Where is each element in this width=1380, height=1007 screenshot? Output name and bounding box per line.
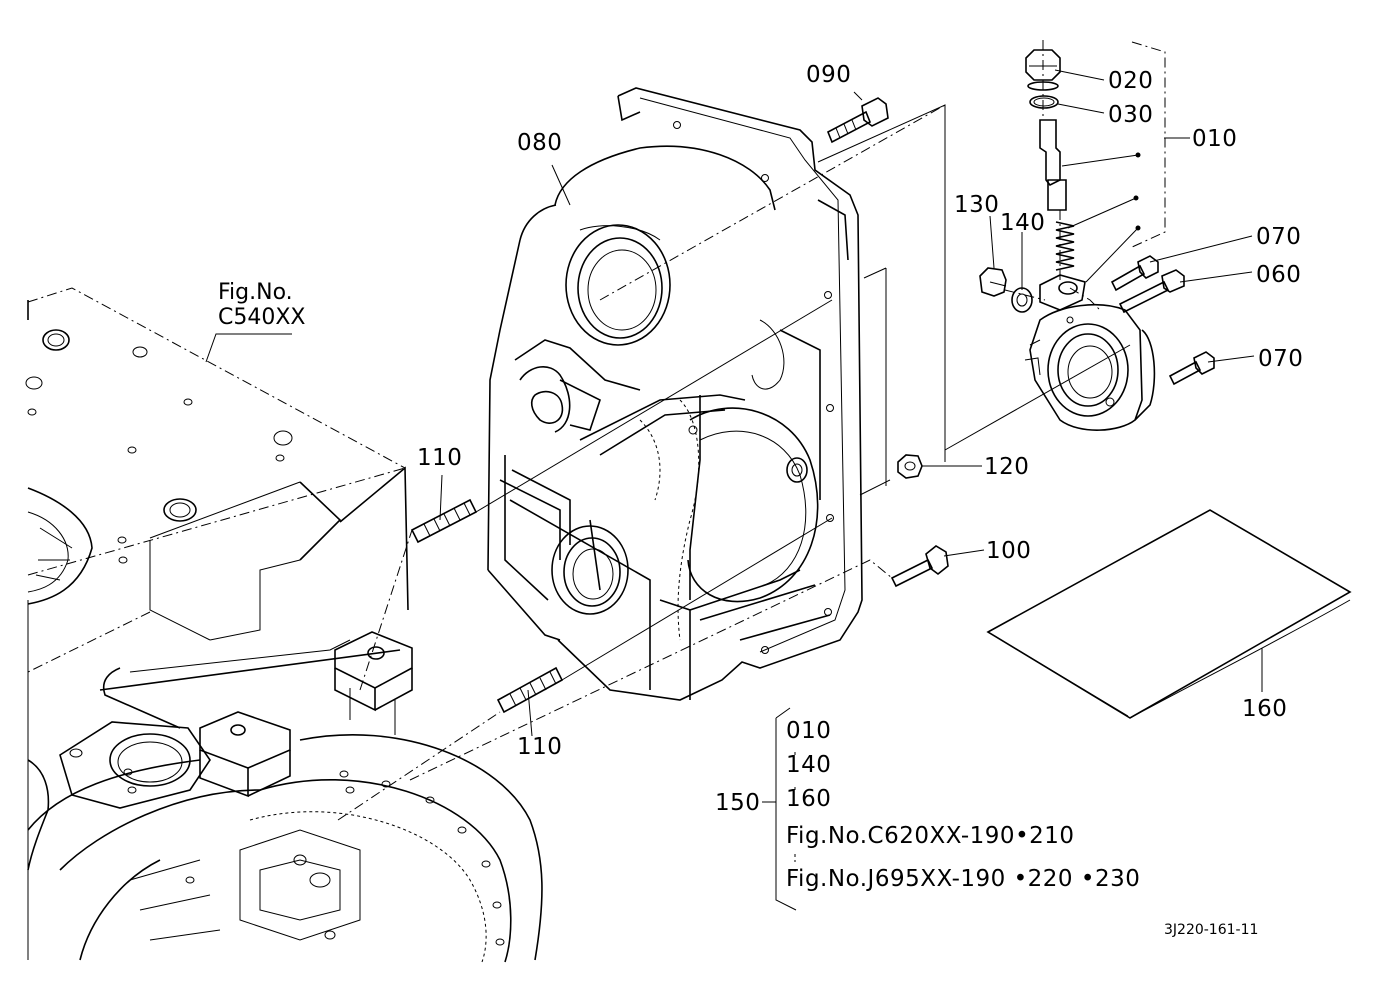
leader-lines bbox=[205, 41, 1263, 737]
fig-ref-line1: Fig.No. bbox=[218, 280, 293, 305]
kit-fig-2: Fig.No.J695XX-190 •220 •230 bbox=[786, 866, 1140, 892]
fasteners bbox=[410, 97, 1215, 714]
label-090: 090 bbox=[806, 62, 851, 88]
kit-bracket bbox=[775, 707, 797, 911]
label-160: 160 bbox=[1242, 696, 1287, 722]
label-120: 120 bbox=[984, 454, 1029, 480]
stud-110-lower bbox=[496, 666, 564, 714]
label-080: 080 bbox=[517, 130, 562, 156]
fig-ref-line2: C540XX bbox=[218, 305, 306, 330]
kit-item-1: 010 bbox=[786, 718, 831, 744]
bolt-070-lower bbox=[1168, 360, 1202, 386]
label-130: 130 bbox=[954, 192, 999, 218]
bolt-100 bbox=[890, 558, 934, 588]
label-020: 020 bbox=[1108, 68, 1153, 94]
sheet-160 bbox=[986, 509, 1352, 719]
assembly-lines bbox=[337, 40, 1131, 821]
label-100: 100 bbox=[986, 538, 1031, 564]
transmission-case bbox=[25, 287, 543, 963]
bolt-090 bbox=[826, 110, 872, 144]
kit-item-2: 140 bbox=[786, 752, 831, 778]
label-110-lower: 110 bbox=[517, 734, 562, 760]
bolt-060 bbox=[1118, 280, 1170, 314]
label-030: 030 bbox=[1108, 102, 1153, 128]
kit-item-3: 160 bbox=[786, 786, 831, 812]
label-150: 150 bbox=[715, 790, 760, 816]
gear-case-080 bbox=[487, 87, 863, 701]
bolt-070-upper bbox=[1110, 264, 1146, 292]
drawing-code: 3J220-161-11 bbox=[1164, 922, 1258, 938]
label-110-upper: 110 bbox=[417, 445, 462, 471]
label-070-upper: 070 bbox=[1256, 224, 1301, 250]
stud-110-upper bbox=[410, 498, 478, 544]
kit-fig-1: Fig.No.C620XX-190•210 bbox=[786, 823, 1075, 849]
label-070-lower: 070 bbox=[1258, 346, 1303, 372]
nut-120 bbox=[897, 454, 923, 479]
label-140: 140 bbox=[1000, 210, 1045, 236]
label-060: 060 bbox=[1256, 262, 1301, 288]
label-010: 010 bbox=[1192, 126, 1237, 152]
